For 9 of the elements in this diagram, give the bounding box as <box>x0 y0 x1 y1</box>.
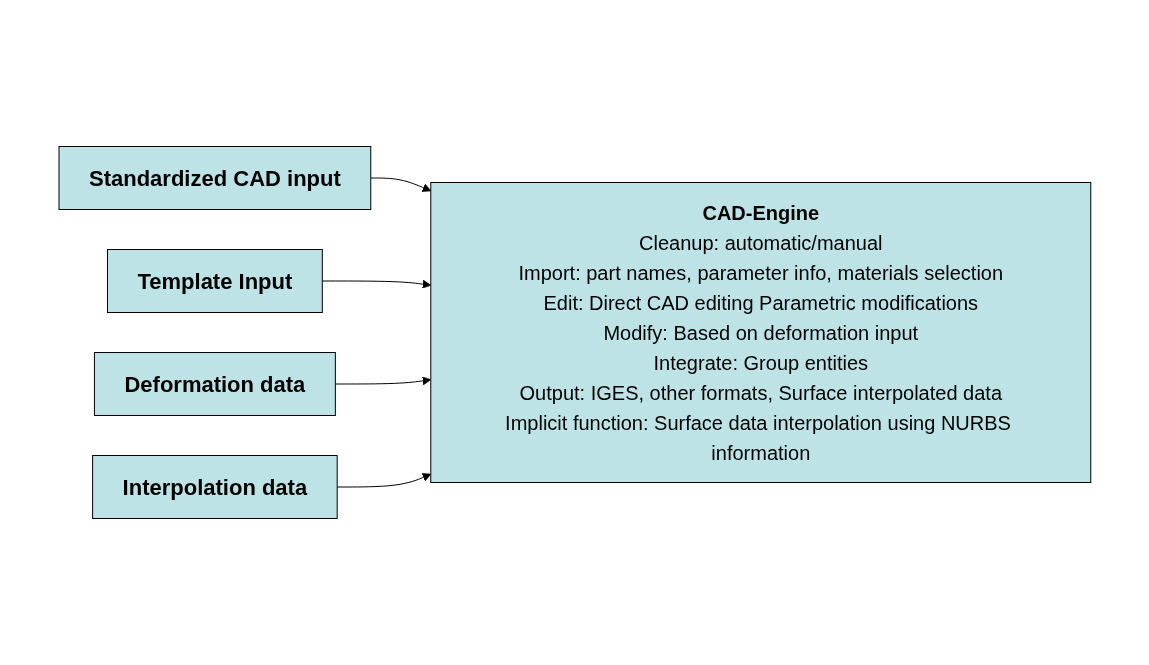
arrow <box>336 473 431 488</box>
node-box: Standardized CAD input <box>58 146 371 210</box>
arrow <box>369 177 431 192</box>
node-box: Template Input <box>106 249 323 313</box>
arrow <box>334 376 431 386</box>
node-box: Deformation data <box>93 352 336 416</box>
node-box: CAD-Engine Cleanup: automatic/manual Import: part names, parameter info, materials selection Edit: Direct CAD editing Parametric modifications Modify: Based on deformation input Integrate: Group entities Output: IGES, other formats, Surface interpolated data Implicit function: Surface data interpolation using NURBS information <box>429 182 1091 483</box>
node-box: Interpolation data <box>91 455 338 519</box>
arrow <box>321 279 431 289</box>
